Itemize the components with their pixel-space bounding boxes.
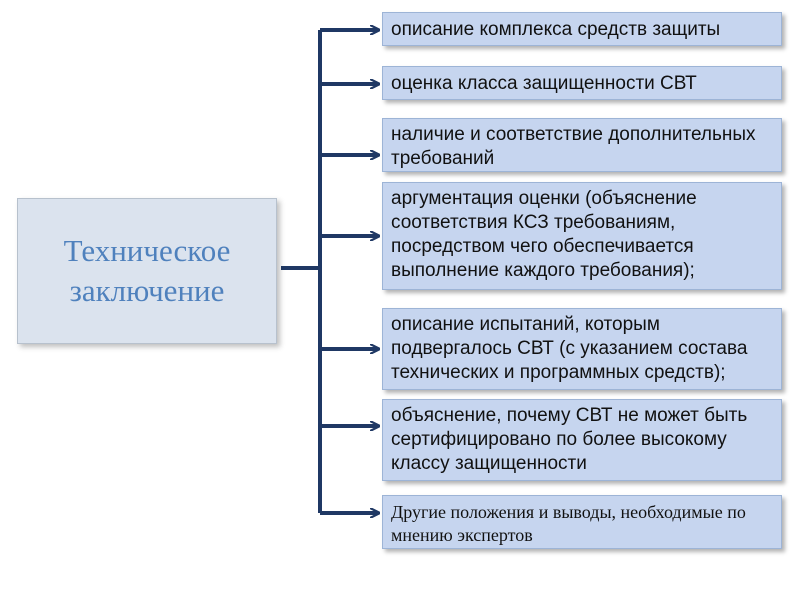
item-box-1: описание комплекса средств защиты	[382, 12, 782, 46]
item-box-3: наличие и соответствие дополнительных тр…	[382, 118, 782, 172]
root-title-line1: Техническое	[63, 233, 231, 268]
item-box-6: объяснение, почему СВТ не может быть сер…	[382, 399, 782, 481]
item-box-7: Другие положения и выводы, необходимые п…	[382, 495, 782, 549]
item-box-2: оценка класса защищенности СВТ	[382, 66, 782, 100]
root-node: Техническое заключение	[17, 198, 277, 344]
item-box-5: описание испытаний, которым подвергалось…	[382, 308, 782, 390]
item-box-4: аргументация оценки (объяснение соответс…	[382, 182, 782, 290]
root-title-line2: заключение	[69, 273, 225, 308]
